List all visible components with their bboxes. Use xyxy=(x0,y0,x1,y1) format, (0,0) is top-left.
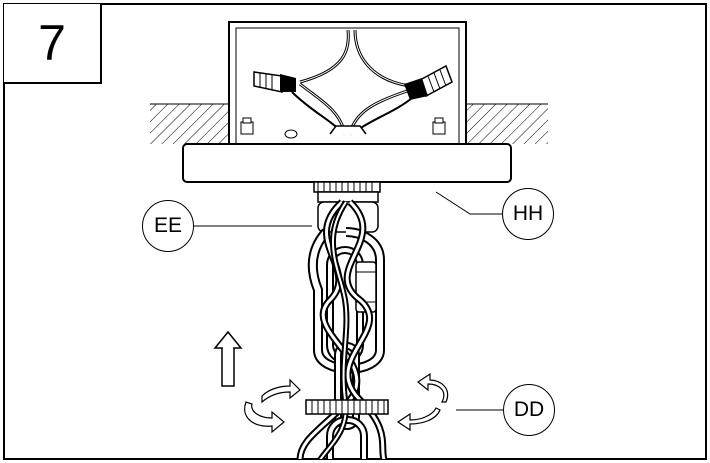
threaded-nipple xyxy=(313,181,381,203)
step-number-box: 7 xyxy=(4,4,102,84)
step-number: 7 xyxy=(38,15,66,71)
diagram-border xyxy=(3,3,707,460)
callout-hh: HH xyxy=(502,188,554,240)
up-arrow-icon xyxy=(213,330,243,387)
junction-box xyxy=(228,21,467,145)
canopy xyxy=(182,143,512,183)
ceiling xyxy=(150,103,548,144)
callout-dd: DD xyxy=(503,384,555,436)
wire-nut-right xyxy=(404,64,453,100)
knurled-nut xyxy=(305,399,389,415)
rotate-arrow-icon xyxy=(396,372,449,432)
twisted-wire xyxy=(296,199,388,459)
callout-hh-label: HH xyxy=(512,202,544,225)
callout-ee-label: EE xyxy=(153,214,182,237)
callout-ee: EE xyxy=(142,200,194,252)
callout-dd-label: DD xyxy=(513,398,545,421)
wire-nut-left xyxy=(253,71,296,93)
leader-hh xyxy=(435,191,502,215)
rotate-arrow-icon xyxy=(244,378,301,434)
